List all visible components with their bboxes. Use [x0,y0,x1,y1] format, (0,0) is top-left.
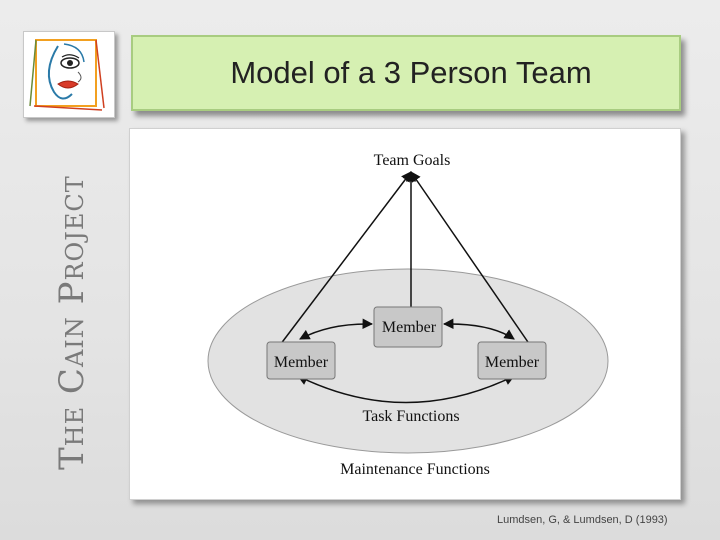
maintenance-functions-ellipse [207,268,609,454]
citation-credit: Lumdsen, G, & Lumdsen, D (1993) [497,514,668,526]
team-goals-label: Team Goals [374,152,451,169]
left-member-goal-arrow [279,171,412,346]
top-right-task-arc [442,318,515,340]
title-banner: Model of a 3 Person Team [131,35,681,111]
member-label-left: Member [274,354,329,371]
member-label-right: Member [485,354,540,371]
diagram-panel: Team Goals Member Member Member Task Fun… [129,128,681,500]
member-box-top [373,306,443,348]
member-label-top: Member [382,319,437,336]
left-right-task-arc [297,375,515,404]
team-model-diagram: Team Goals Member Member Member Task Fun… [207,152,609,478]
maintenance-functions-label: Maintenance Functions [340,461,490,478]
left-top-task-arc [299,318,374,340]
face-logo-icon [29,39,105,111]
slide-title: Model of a 3 Person Team [230,55,592,90]
task-functions-label: Task Functions [362,408,459,425]
cain-project-logo [23,31,115,118]
right-member-goal-arrow [410,171,531,346]
side-title: The Cain Project [52,175,92,470]
member-box-right [477,341,547,380]
member-box-left [266,341,336,380]
